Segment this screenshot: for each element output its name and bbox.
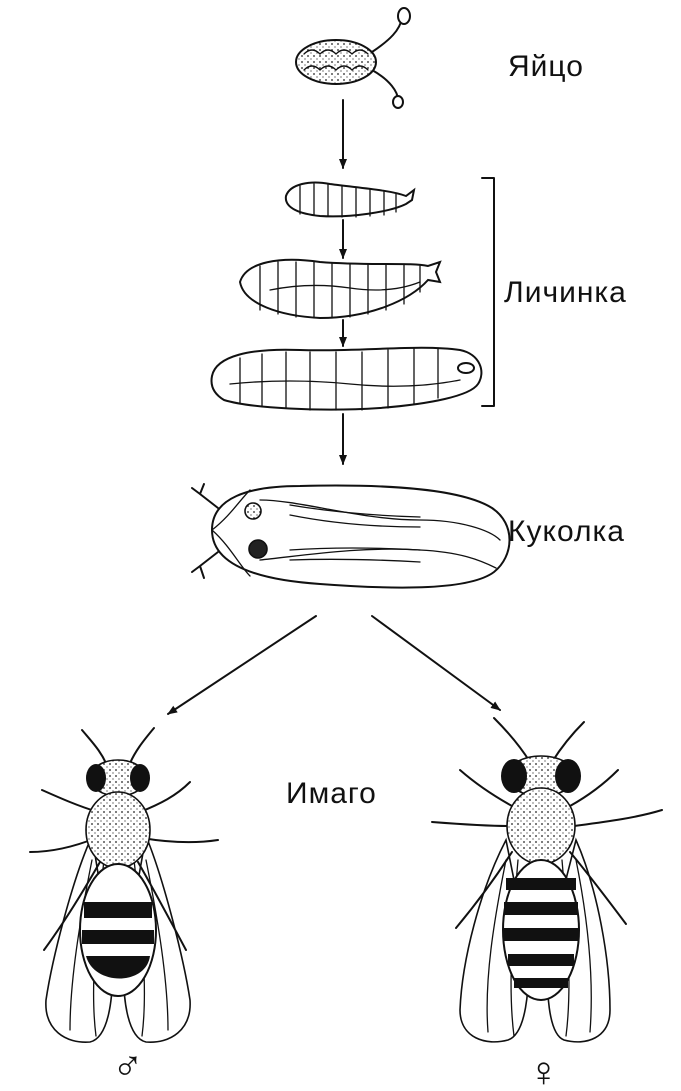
- male-fly-illustration: [30, 728, 218, 1042]
- symbol-male: ♂: [112, 1042, 145, 1089]
- larva-bracket: [482, 178, 494, 406]
- arrow-pupa-to-male: [168, 616, 316, 714]
- label-larva: Личинка: [504, 276, 627, 309]
- label-adult: Имаго: [286, 777, 377, 810]
- egg-illustration: [296, 8, 410, 108]
- pupa-illustration: [192, 484, 510, 588]
- larva-second-instar: [240, 260, 440, 318]
- label-egg: Яйцо: [508, 50, 584, 83]
- label-pupa: Куколка: [508, 515, 625, 548]
- female-fly-illustration: [432, 718, 662, 1042]
- arrow-pupa-to-female: [372, 616, 500, 710]
- larva-first-instar: [286, 183, 414, 218]
- symbol-female: ♀: [528, 1048, 561, 1091]
- larva-third-instar: [212, 348, 482, 410]
